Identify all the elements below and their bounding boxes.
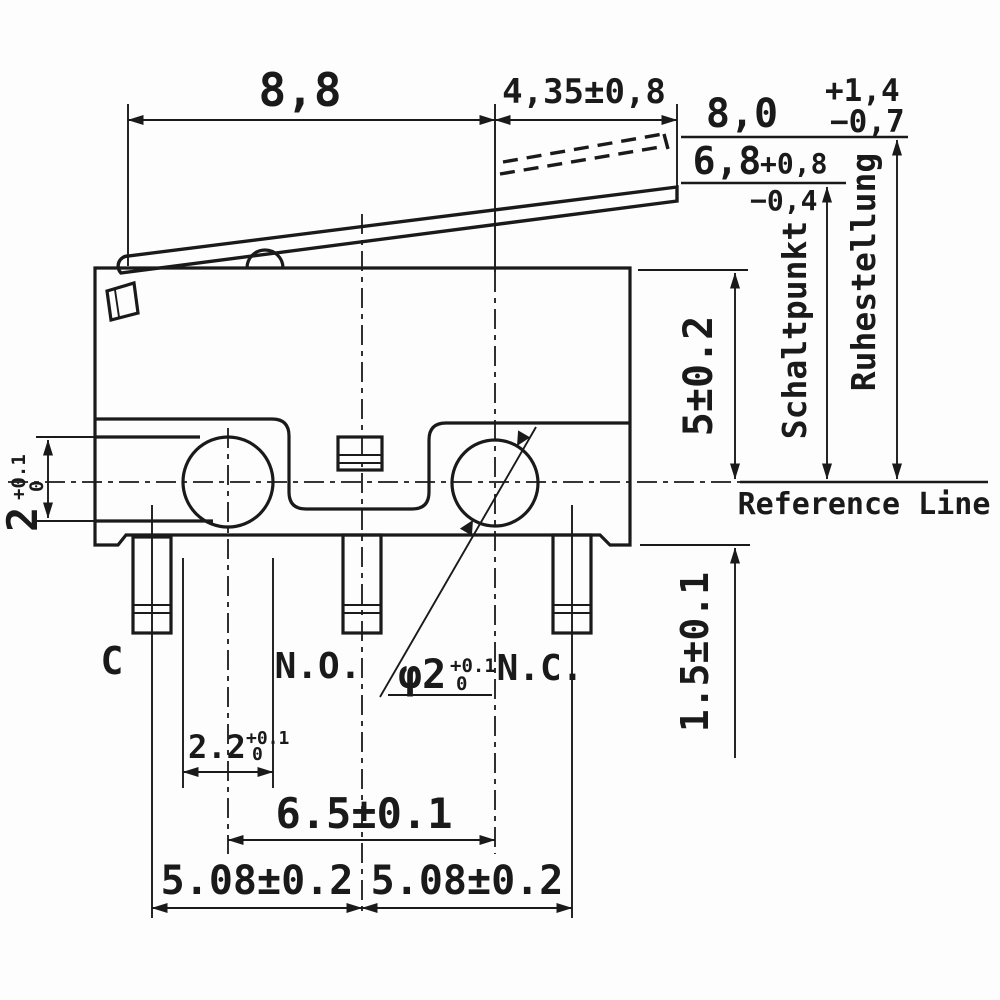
svg-text:+0.1: +0.1 — [450, 655, 496, 677]
dim-pin-pitch-right: 5.08±0.2 — [371, 858, 564, 904]
dim-slot-height: 2 +0.1 0 — [0, 454, 48, 532]
dim-top-width: 8,8 — [258, 63, 341, 117]
dim-operating-tol-minus: −0,4 — [750, 184, 817, 217]
hole-diameter-leader — [379, 426, 537, 698]
dim-pin-length: 1.5±0.1 — [673, 572, 717, 732]
dim-pin-pitch-left: 5.08±0.2 — [161, 858, 354, 904]
dim-free-tol-minus: −0,7 — [830, 104, 905, 140]
plunger-dome — [245, 248, 285, 269]
lever-arm-operating-position — [116, 185, 679, 275]
lever-rest-position-lower — [499, 144, 667, 176]
svg-text:0: 0 — [26, 481, 48, 492]
svg-text:0: 0 — [456, 673, 467, 695]
dim-free-position: 8,0 — [706, 91, 778, 137]
svg-text:+0.1: +0.1 — [8, 454, 30, 500]
dim-hole-pitch: 6.5±0.1 — [275, 789, 452, 838]
dimension-texts: 8,8 4,35±0,8 8,0 +1,4 −0,7 6,8 +0,8 −0,4… — [0, 63, 990, 904]
label-terminal-common: C — [101, 639, 124, 683]
dim-operating-position: 6,8 — [693, 139, 762, 183]
dimension-lines — [36, 104, 988, 918]
center-lines — [8, 214, 740, 916]
lever-clip — [105, 280, 140, 323]
svg-text:2: 2 — [0, 507, 47, 532]
lever-rest-position-upper — [502, 132, 664, 164]
svg-text:+0.1: +0.1 — [246, 728, 289, 749]
dim-lever-length: 4,35±0,8 — [502, 72, 666, 112]
label-terminal-no: N.O. — [275, 646, 362, 687]
label-ruhestellung: Ruhestellung — [844, 153, 883, 391]
svg-text:2.2: 2.2 — [188, 728, 246, 766]
case-outline — [93, 266, 632, 547]
dim-free-tol-plus: +1,4 — [825, 73, 900, 109]
svg-text:φ2: φ2 — [398, 652, 446, 698]
dim-operating-tol-plus: +0,8 — [760, 147, 827, 180]
left-mounting-hole — [181, 435, 275, 529]
lever-rest-tip — [662, 133, 670, 150]
dim-hole-diameter: φ2 +0.1 0 — [398, 652, 496, 698]
contact-window — [336, 435, 384, 472]
svg-text:0: 0 — [252, 744, 263, 765]
right-mounting-hole — [450, 438, 540, 528]
label-terminal-nc: N.C. — [497, 648, 584, 689]
dim-body-height: 5±0.2 — [676, 316, 722, 436]
dim-slot-width: 2.2 +0.1 0 — [188, 728, 289, 766]
boss-recess-contour — [95, 417, 630, 511]
label-reference-line: Reference Line — [738, 487, 991, 522]
lever — [116, 132, 679, 275]
terminal-normally-open — [341, 533, 383, 635]
label-schaltpunkt: Schaltpunkt — [775, 221, 814, 440]
